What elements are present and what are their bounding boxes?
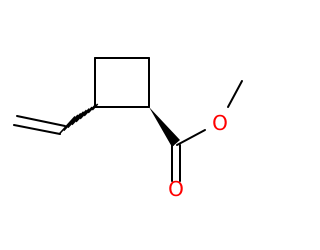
carbonyl-oxygen-label: O (168, 177, 184, 201)
ester-single-bond (176, 129, 206, 146)
molecule-structure: O O (13, 57, 243, 201)
solid-wedge-bond (149, 107, 180, 147)
vinyl-double-bond-line-1 (16, 115, 66, 127)
hashed-wedge-bond (59, 103, 99, 135)
ester-oxygen-label: O (212, 111, 228, 135)
vinyl-double-bond-line-2 (13, 124, 61, 135)
methyl-bond (227, 80, 243, 108)
